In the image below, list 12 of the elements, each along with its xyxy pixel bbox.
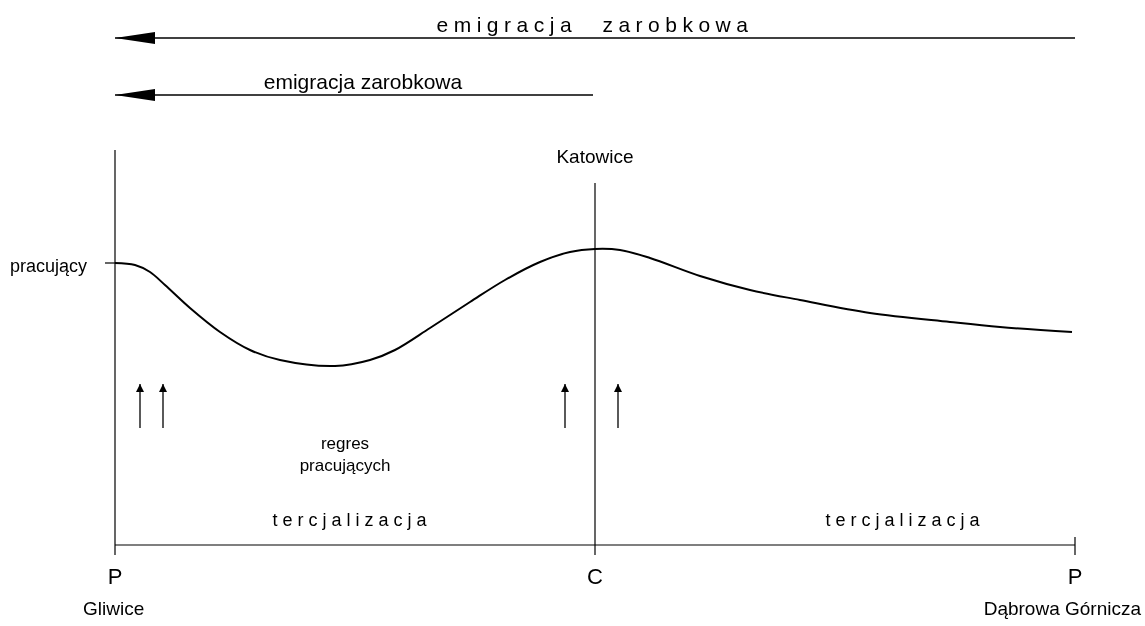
place-label: Katowice bbox=[556, 147, 634, 166]
text-label: tercjalizacja bbox=[272, 511, 432, 529]
axis-tick-label: P bbox=[107, 566, 123, 588]
text-label: pracujący bbox=[10, 257, 88, 275]
place-label: Dąbrowa Górnicza bbox=[983, 599, 1141, 618]
text-label: regres pracujących bbox=[298, 433, 392, 478]
axis-tick-label: P bbox=[1067, 566, 1083, 588]
axis-tick-label: C bbox=[587, 566, 603, 588]
place-label: Gliwice bbox=[83, 599, 145, 618]
arrow-label: emigracja zarobkowa bbox=[263, 71, 463, 92]
text-label: tercjalizacja bbox=[825, 511, 985, 529]
arrow-label: emigracja zarobkowa bbox=[436, 14, 754, 35]
